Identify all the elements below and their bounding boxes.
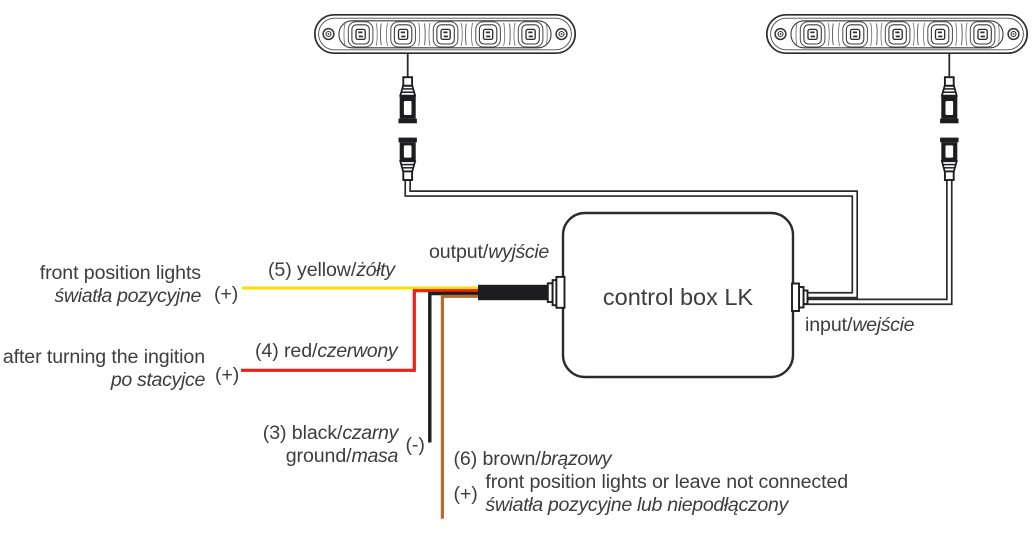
output-port-label: output/wyjście [429,241,549,264]
wire5-polarity: (+) [214,283,239,305]
wire3-label: (3) black/czarny ground/masa [262,421,399,467]
wire-brown [440,294,482,519]
control-box-label: control box LK [602,284,754,310]
wire3-polarity: (-) [405,434,425,457]
output-gland [546,275,566,309]
wire5-description: front position lights światła pozycyjne [39,261,202,307]
wire-red [241,289,482,372]
wire4-label: (4) red/czerwony [255,340,398,362]
input-cable-sleeve [478,284,548,301]
led-light-bar-right [767,15,1027,53]
led-light-bar-left [315,15,575,53]
output-cable-right-light [800,179,953,306]
wire5-label: (5) yellow/żółty [268,259,395,281]
wire4-polarity: (+) [215,363,240,386]
wire-black [428,291,482,443]
wire6-description: front position lights or leave not conne… [485,471,849,517]
wire6-label: (6) brown/brązowy [453,447,612,470]
wire6-polarity: (+) [453,482,478,505]
right-connector-pair [939,76,960,181]
left-connector-pair [397,76,418,181]
output-cable-left-light [404,179,859,299]
input-port-label: input/wejście [805,313,915,336]
wire4-description: after turning the ingition po stacyjce [2,345,206,391]
input-gland [791,282,809,312]
